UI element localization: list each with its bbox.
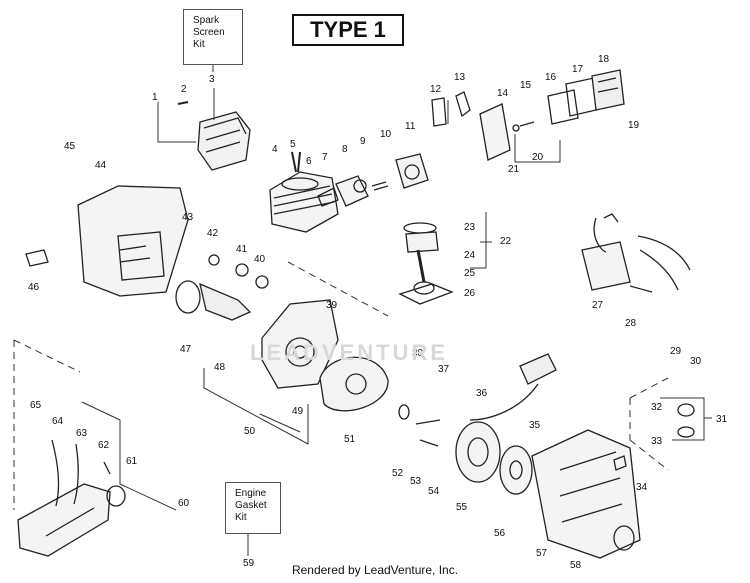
callout-53: 53 [410, 476, 422, 487]
callout-2: 2 [181, 84, 187, 95]
callout-9: 9 [360, 136, 366, 147]
callout-6: 6 [306, 156, 312, 167]
callout-42: 42 [207, 228, 219, 239]
callout-65: 65 [30, 400, 42, 411]
callout-38: 38 [412, 348, 424, 359]
callout-23: 23 [464, 222, 476, 233]
callout-33: 33 [651, 436, 663, 447]
callout-16: 16 [545, 72, 557, 83]
callout-51: 51 [344, 434, 356, 445]
callout-41: 41 [236, 244, 248, 255]
callout-44: 44 [95, 160, 107, 171]
callout-57: 57 [536, 548, 548, 559]
callout-22: 22 [500, 236, 512, 247]
callout-58: 58 [570, 560, 582, 571]
callout-19: 19 [628, 120, 640, 131]
part-drawings [17, 69, 695, 559]
callout-50: 50 [244, 426, 256, 437]
callout-24: 24 [464, 250, 476, 261]
callout-35: 35 [529, 420, 541, 431]
callout-60: 60 [178, 498, 190, 509]
callout-47: 47 [180, 344, 192, 355]
footer-credit: Rendered by LeadVenture, Inc. [291, 563, 459, 577]
callout-14: 14 [497, 88, 509, 99]
leader-lines [81, 64, 712, 556]
callout-25: 25 [464, 268, 476, 279]
callout-61: 61 [126, 456, 138, 467]
callout-43: 43 [182, 212, 194, 223]
callout-13: 13 [454, 72, 466, 83]
callout-48: 48 [214, 362, 226, 373]
callout-20: 20 [532, 152, 544, 163]
callout-15: 15 [520, 80, 532, 91]
callout-29: 29 [670, 346, 682, 357]
watermark: LEADVENTURE [250, 340, 449, 365]
callout-45: 45 [64, 141, 76, 152]
callout-21: 21 [508, 164, 520, 175]
callout-46: 46 [28, 282, 40, 293]
callout-34: 34 [636, 482, 648, 493]
callout-7: 7 [322, 152, 328, 163]
group-brackets [13, 261, 669, 510]
callout-63: 63 [76, 428, 88, 439]
callout-3: 3 [209, 74, 215, 85]
callout-1: 1 [152, 92, 158, 103]
callout-54: 54 [428, 486, 440, 497]
callout-59: 59 [243, 558, 255, 569]
callout-30: 30 [690, 356, 702, 367]
callout-4: 4 [272, 144, 278, 155]
callout-49: 49 [292, 406, 304, 417]
callout-55: 55 [456, 502, 468, 513]
callout-56: 56 [494, 528, 506, 539]
callout-31: 31 [716, 414, 728, 425]
callout-labels: 1 2 3 4 5 6 7 8 9 10 11 12 13 14 15 16 1… [28, 54, 728, 571]
callout-5: 5 [290, 139, 296, 150]
callout-12: 12 [430, 84, 442, 95]
callout-28: 28 [625, 318, 637, 329]
type-title: TYPE 1 [292, 14, 404, 46]
callout-17: 17 [572, 64, 584, 75]
callout-40: 40 [254, 254, 266, 265]
callout-64: 64 [52, 416, 64, 427]
callout-36: 36 [476, 388, 488, 399]
callout-62: 62 [98, 440, 110, 451]
callout-32: 32 [651, 402, 663, 413]
callout-11: 11 [405, 121, 416, 132]
callout-18: 18 [598, 54, 610, 65]
spark-screen-kit-label: Spark Screen Kit [183, 9, 243, 65]
callout-10: 10 [380, 129, 392, 140]
callout-27: 27 [592, 300, 604, 311]
callout-37: 37 [438, 364, 450, 375]
callout-8: 8 [342, 144, 348, 155]
callout-39: 39 [326, 300, 338, 311]
callout-52: 52 [392, 468, 404, 479]
callout-26: 26 [464, 288, 476, 299]
engine-gasket-kit-label: Engine Gasket Kit [225, 482, 281, 534]
